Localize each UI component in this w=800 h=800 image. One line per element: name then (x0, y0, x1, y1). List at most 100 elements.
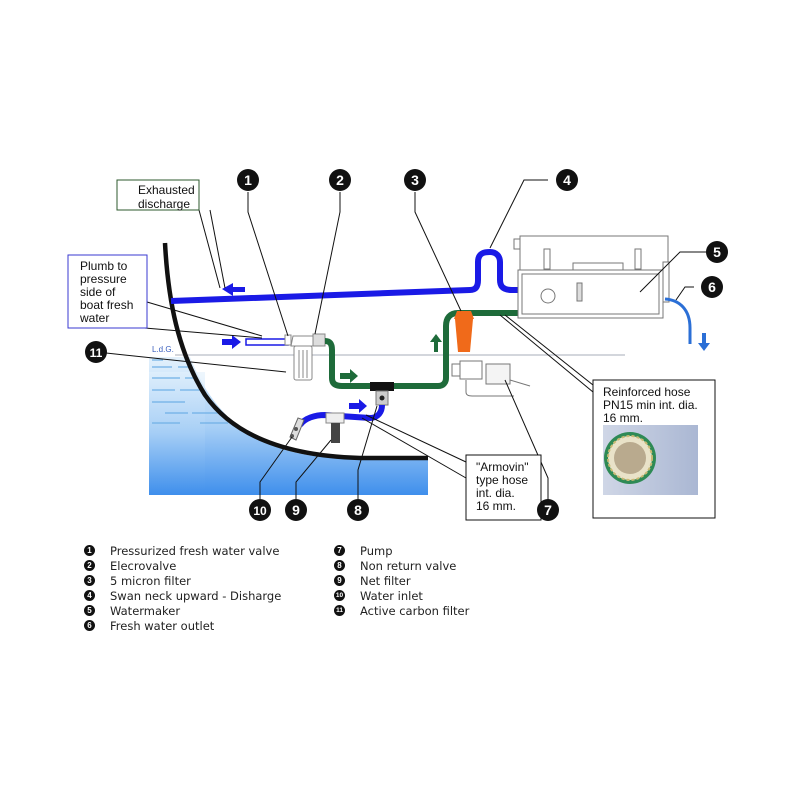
watermaker (513, 235, 670, 319)
legend-label: Pump (360, 543, 393, 558)
callout-line: Reinforced hose (603, 385, 691, 399)
five-micron-filter (454, 311, 474, 352)
callout-line: int. dia. (476, 486, 515, 500)
legend-item: 1 Pressurized fresh water valve (84, 543, 281, 558)
svg-text:11: 11 (90, 346, 103, 360)
svg-text:5: 5 (713, 244, 721, 260)
svg-text:4: 4 (563, 172, 571, 188)
callout-line: 16 mm. (603, 411, 643, 425)
callout-armovin-hose: "Armovin" type hose int. dia. 16 mm. (465, 454, 542, 521)
marker-6: 6 (701, 276, 723, 298)
legend-number-badge: 6 (84, 620, 95, 631)
legend-number-badge: 5 (84, 605, 95, 616)
legend-item: 9 Net filter (334, 573, 469, 588)
waterline-label: L.d.G. (152, 345, 174, 354)
callout-line: "Armovin" (476, 460, 529, 474)
legend-label: Elecrovalve (110, 558, 177, 573)
inlet-line (297, 399, 385, 427)
boat-hull (162, 242, 428, 461)
legend-number-badge: 8 (334, 560, 345, 571)
non-return-valve (370, 382, 394, 406)
svg-text:6: 6 (708, 279, 716, 295)
marker-8: 8 (347, 499, 369, 521)
callout-line: water (79, 311, 109, 325)
inlet-arrow-icon (349, 399, 367, 413)
legend-item: 11 Active carbon filter (334, 603, 469, 618)
legend-item: 7 Pump (334, 543, 469, 558)
svg-text:discharge: discharge (138, 197, 190, 211)
callout-line: Plumb to (80, 259, 128, 273)
marker-11: 11 (85, 341, 107, 363)
marker-1: 1 (237, 169, 259, 191)
legend-number-badge: 9 (334, 575, 345, 586)
outlet-arrow-down-icon (698, 333, 710, 351)
callout-line: Exhausted (138, 183, 195, 197)
discharge-arrow-icon (222, 283, 245, 296)
legend-number-badge: 4 (84, 590, 95, 601)
legend-label: Active carbon filter (360, 603, 470, 618)
legend-number-badge: 11 (334, 605, 345, 616)
svg-text:7: 7 (544, 502, 552, 518)
leader-lines (105, 179, 706, 507)
legend-number-badge: 2 (84, 560, 95, 571)
legend-item: 4 Swan neck upward - Disharge (84, 588, 281, 603)
callout-line: type hose (476, 473, 528, 487)
legend-item: 2 Elecrovalve (84, 558, 281, 573)
marker-2: 2 (329, 169, 351, 191)
callout-line: pressure (80, 272, 127, 286)
legend-item: 8 Non return valve (334, 558, 469, 573)
legend-right: 7 Pump 8 Non return valve 9 Net filter 10 Wa… (334, 543, 469, 618)
callout-line: discharge (138, 197, 190, 211)
legend-label: 5 micron filter (110, 573, 191, 588)
marker-4: 4 (556, 169, 578, 191)
marker-9: 9 (285, 499, 307, 521)
reinforced-hose-photo (603, 425, 698, 495)
legend-item: 3 5 micron filter (84, 573, 281, 588)
wave-lines (152, 359, 228, 424)
callout-line: boat fresh (80, 298, 133, 312)
number-markers: 1 2 3 4 5 6 7 8 9 10 11 (85, 169, 728, 521)
water-inlet (289, 417, 305, 441)
legend-number-badge: 1 (84, 545, 95, 556)
svg-text:3: 3 (411, 172, 419, 188)
legend-label: Pressurized fresh water valve (110, 543, 280, 558)
marker-5: 5 (706, 241, 728, 263)
feed-line (324, 310, 518, 389)
active-carbon-filter (284, 333, 326, 381)
callout-reinforced-hose: Reinforced hose PN15 min int. dia. 16 mm… (592, 379, 716, 519)
callout-exhausted-discharge: Exhausted discharge (116, 179, 200, 211)
legend-number-badge: 3 (84, 575, 95, 586)
svg-text:1: 1 (244, 172, 252, 188)
feed-arrow-up-icon (430, 334, 442, 352)
marker-7: 7 (537, 499, 559, 521)
legend-label: Fresh water outlet (110, 618, 215, 633)
legend-number-badge: 10 (334, 590, 345, 601)
legend-label: Swan neck upward - Disharge (110, 588, 282, 603)
legend-item: 10 Water inlet (334, 588, 469, 603)
legend-label: Watermaker (110, 603, 181, 618)
legend-item: 6 Fresh water outlet (84, 618, 281, 633)
callout-line: 16 mm. (476, 499, 516, 513)
callout-line: side of (80, 285, 116, 299)
net-filter (325, 412, 345, 443)
legend-label: Non return valve (360, 558, 457, 573)
svg-text:2: 2 (336, 172, 344, 188)
sea (149, 357, 428, 495)
marker-10: 10 (249, 499, 271, 521)
svg-text:9: 9 (292, 502, 300, 518)
legend-label: Water inlet (360, 588, 423, 603)
legend-number-badge: 7 (334, 545, 345, 556)
legend-item: 5 Watermaker (84, 603, 281, 618)
feed-arrow-right-icon (340, 369, 358, 383)
legend-left: 1 Pressurized fresh water valve 2 Elecrova… (84, 543, 281, 633)
callout-line: PN15 min int. dia. (603, 398, 698, 412)
marker-3: 3 (404, 169, 426, 191)
svg-text:Exhausted: Exhausted (138, 183, 195, 197)
pump (451, 360, 531, 397)
legend-label: Net filter (360, 573, 411, 588)
discharge-line (170, 248, 520, 304)
callout-plumb-to-pressure: Plumb to pressure side of boat fresh wat… (67, 254, 148, 329)
svg-text:10: 10 (253, 504, 267, 518)
fresh-water-outlet (664, 297, 710, 351)
